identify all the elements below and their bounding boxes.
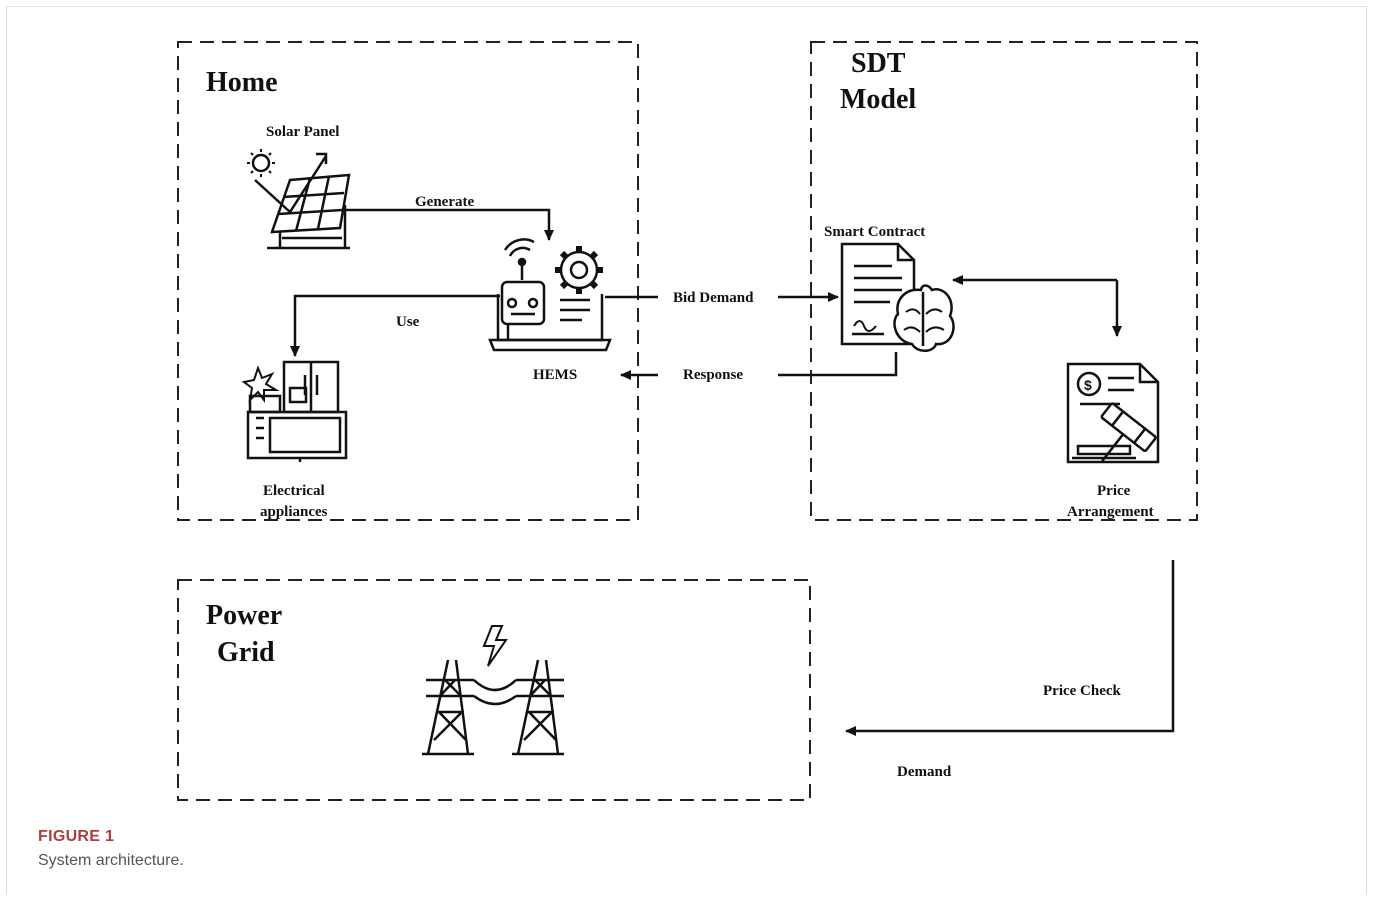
solar-panel-icon	[247, 149, 350, 248]
figure-caption-text: System architecture.	[38, 852, 184, 870]
bid-demand-label: Bid Demand	[673, 290, 754, 306]
appliances-label-line1: Electrical	[263, 483, 325, 499]
appliances-label-line2: appliances	[260, 504, 328, 520]
svg-text:$: $	[1084, 377, 1092, 393]
figure-caption-label: FIGURE 1	[38, 828, 114, 846]
appliances-icon	[244, 362, 346, 462]
generate-arrow	[346, 210, 549, 240]
grid-title-line1: Power	[206, 600, 282, 631]
hems-label: HEMS	[533, 367, 577, 383]
price-arrangement-icon: $	[1068, 364, 1158, 478]
home-title: Home	[206, 67, 278, 98]
solar-panel-label: Solar Panel	[266, 124, 339, 140]
smart-contract-icon	[842, 244, 954, 351]
response-arrow-start	[778, 352, 896, 375]
generate-label: Generate	[415, 194, 474, 210]
power-tower-icon	[422, 626, 564, 754]
use-label: Use	[396, 314, 420, 330]
response-label: Response	[683, 367, 743, 383]
price-check-label: Price Check	[1043, 683, 1122, 699]
sdt-title-line1: SDT	[851, 48, 906, 79]
price-check-arrow	[846, 560, 1173, 731]
demand-label: Demand	[897, 764, 952, 780]
hems-robot-icon	[490, 239, 610, 350]
price-label-line1: Price	[1097, 483, 1131, 499]
smart-contract-label: Smart Contract	[824, 224, 925, 240]
sdt-title-line2: Model	[840, 84, 916, 115]
grid-title-line2: Grid	[217, 637, 275, 668]
price-label-line2: Arrangement	[1067, 504, 1154, 520]
